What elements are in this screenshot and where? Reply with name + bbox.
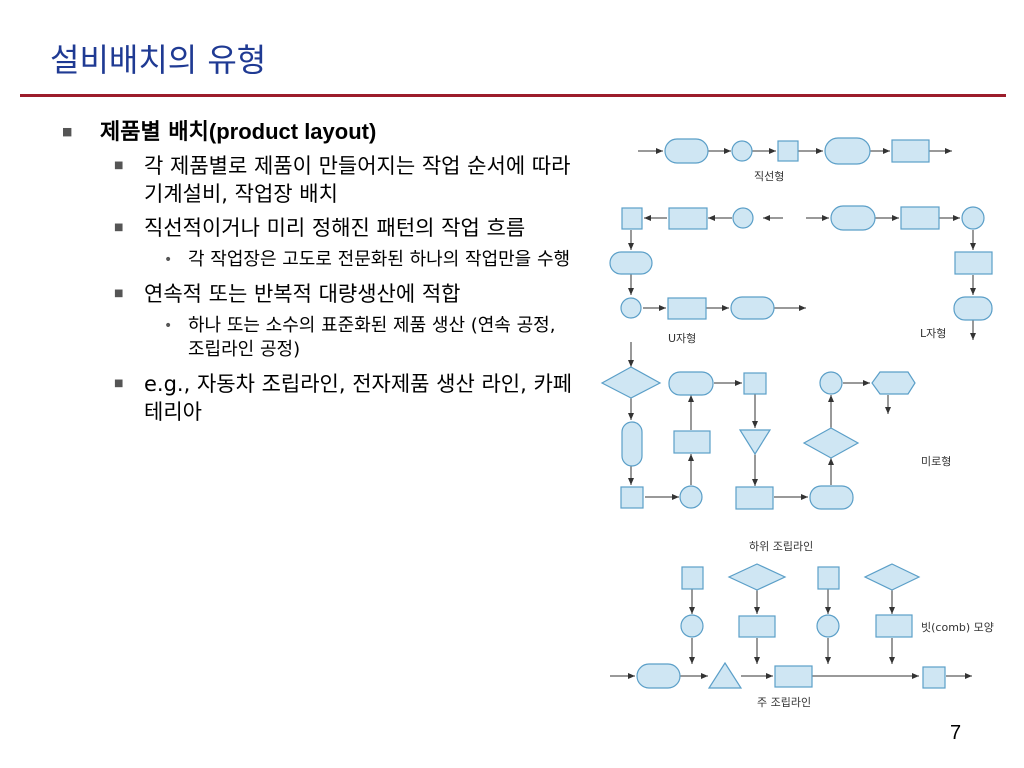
bullet-text: 직선적이거나 미리 정해진 패턴의 작업 흐름 — [144, 216, 526, 240]
bullet-heading-english: (product layout) — [208, 119, 377, 144]
title-divider — [20, 94, 1006, 97]
bullet-linear-flow: ■ 직선적이거나 미리 정해진 패턴의 작업 흐름 — [56, 214, 576, 242]
flow-arrows — [610, 148, 976, 679]
bullet-text: 각 제품별로 제품이 만들어지는 작업 순서에 따라 기계설비, 작업장 배치 — [144, 154, 571, 206]
bullet-specialized-task: • 각 작업장은 고도로 전문화된 하나의 작업만을 수행 — [56, 248, 576, 272]
diagram-shapes — [600, 137, 993, 689]
bullet-text: 하나 또는 소수의 표준화된 제품 생산 (연속 공정, 조립라인 공정) — [188, 315, 556, 360]
bullet-standard-product: • 하나 또는 소수의 표준화된 제품 생산 (연속 공정, 조립라인 공정) — [56, 314, 576, 362]
bullet-product-layout: ■ 제품별 배치(product layout) — [56, 117, 576, 148]
square-bullet-icon: ■ — [62, 125, 73, 138]
square-bullet-icon: ■ — [114, 160, 124, 171]
bullet-text: 연속적 또는 반복적 대량생산에 적합 — [144, 282, 461, 306]
diagram-labels: 직선형 U자형 L자형 미로형 하위 조립라인 빗(comb) 모양 주 조립라… — [668, 170, 994, 709]
bullet-text: e.g., 자동차 조립라인, 전자제품 생산 라인, 카페테리아 — [144, 372, 573, 424]
label-straight: 직선형 — [754, 170, 784, 183]
bullet-text: 각 작업장은 고도로 전문화된 하나의 작업만을 수행 — [188, 249, 571, 270]
label-l-shape: L자형 — [920, 327, 946, 340]
slide-title: 설비배치의 유형 — [50, 41, 267, 79]
square-bullet-icon: ■ — [114, 288, 124, 299]
square-bullet-icon: ■ — [114, 378, 124, 389]
label-maze: 미로형 — [921, 455, 951, 468]
bullet-heading: 제품별 배치 — [100, 120, 209, 145]
bullet-mass-production: ■ 연속적 또는 반복적 대량생산에 적합 — [56, 280, 576, 308]
bullet-list: ■ 제품별 배치(product layout) ■ 각 제품별로 제품이 만들… — [56, 117, 576, 432]
page-number: 7 — [950, 722, 962, 744]
label-u-shape: U자형 — [668, 332, 696, 345]
label-sub-assembly: 하위 조립라인 — [749, 539, 813, 553]
layout-diagram: 직선형 U자형 L자형 미로형 하위 조립라인 빗(comb) 모양 주 조립라… — [600, 137, 994, 709]
bullet-work-sequence: ■ 각 제품별로 제품이 만들어지는 작업 순서에 따라 기계설비, 작업장 배… — [56, 152, 576, 208]
dot-bullet-icon: • — [164, 318, 173, 334]
label-main-assembly: 주 조립라인 — [757, 696, 811, 709]
square-bullet-icon: ■ — [114, 222, 124, 233]
label-comb: 빗(comb) 모양 — [921, 621, 994, 634]
dot-bullet-icon: • — [164, 252, 173, 268]
bullet-examples: ■ e.g., 자동차 조립라인, 전자제품 생산 라인, 카페테리아 — [56, 370, 576, 426]
